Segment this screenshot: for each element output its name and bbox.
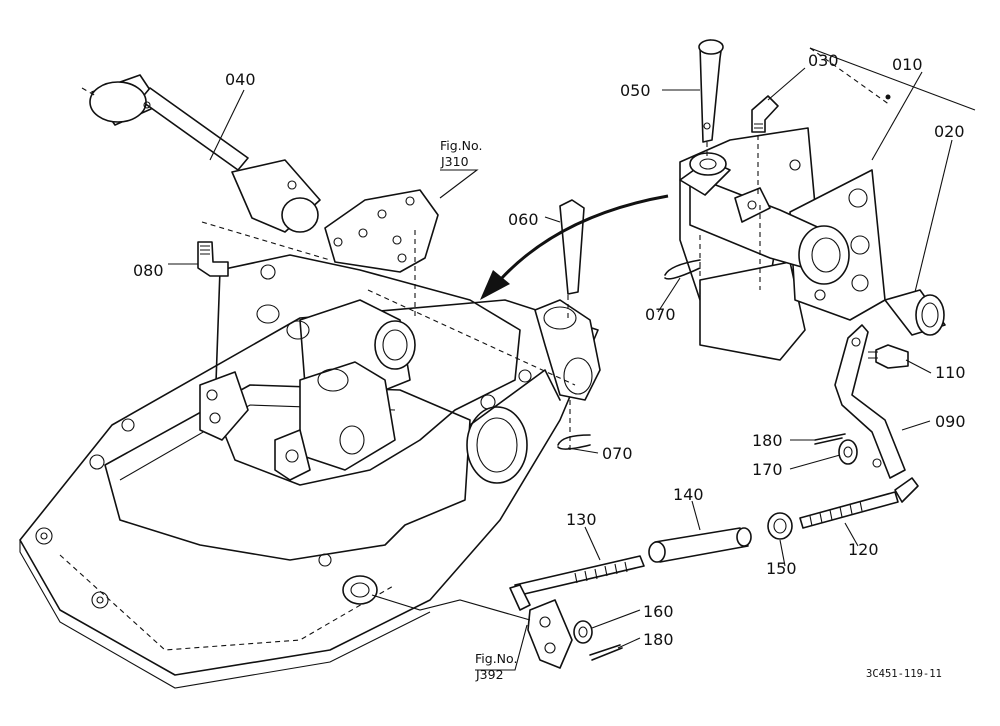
- callout-150: 150: [766, 559, 797, 578]
- callout-010: 010: [892, 55, 923, 74]
- callout-060: 060: [508, 210, 539, 229]
- callout-030: 030: [808, 51, 839, 70]
- callout-130: 130: [566, 510, 597, 529]
- part-020-bushing: [884, 289, 946, 336]
- part-180-cotter-lower: [589, 644, 623, 661]
- callout-170: 170: [752, 460, 783, 479]
- part-140-turnbuckle: [648, 527, 752, 563]
- part-040-shaft: [81, 74, 321, 233]
- part-180-cotter-right: [814, 433, 846, 445]
- callout-090: 090: [935, 412, 966, 431]
- part-110-bolt: [868, 344, 909, 369]
- callout-labels: 040 080 060 050 030 010 020 070 070 110 …: [133, 51, 966, 682]
- callout-070-upper: 070: [645, 305, 676, 324]
- fig-ref-j310-line2: J310: [440, 154, 469, 169]
- callout-020: 020: [934, 122, 965, 141]
- callout-080: 080: [133, 261, 164, 280]
- housing-assembly: [19, 189, 601, 689]
- callout-180-lower: 180: [643, 630, 674, 649]
- part-070-cotter-upper: [664, 259, 701, 280]
- part-050-pin: [698, 39, 724, 160]
- part-080-elbow-fitting: [197, 241, 229, 277]
- callout-180-right: 180: [752, 431, 783, 450]
- callout-120: 120: [848, 540, 879, 559]
- callout-050: 050: [620, 81, 651, 100]
- part-010-valve-bracket: [679, 127, 886, 361]
- part-030-fitting: [751, 95, 779, 195]
- fig-ref-j392-line1: Fig.No.: [475, 651, 517, 666]
- drawing-code: 3C451-119-11: [866, 668, 942, 680]
- part-160-washer: [573, 620, 593, 644]
- callout-070-lower: 070: [602, 444, 633, 463]
- fig-ref-j310-line1: Fig.No.: [440, 138, 482, 153]
- callout-140: 140: [673, 485, 704, 504]
- callout-160: 160: [643, 602, 674, 621]
- fig-ref-j392-line2: J392: [475, 667, 504, 682]
- assembly-arrow: [480, 194, 669, 300]
- part-lower-link: [527, 599, 573, 669]
- part-090-lever: [834, 324, 906, 479]
- part-130-rod: [509, 555, 645, 611]
- part-170-washer: [838, 439, 858, 465]
- callout-110: 110: [935, 363, 966, 382]
- part-150-nut: [767, 512, 793, 540]
- callout-040: 040: [225, 70, 256, 89]
- leader-lines: [168, 47, 976, 671]
- part-120-rod: [799, 477, 919, 529]
- part-070-cotter-lower: [557, 434, 591, 450]
